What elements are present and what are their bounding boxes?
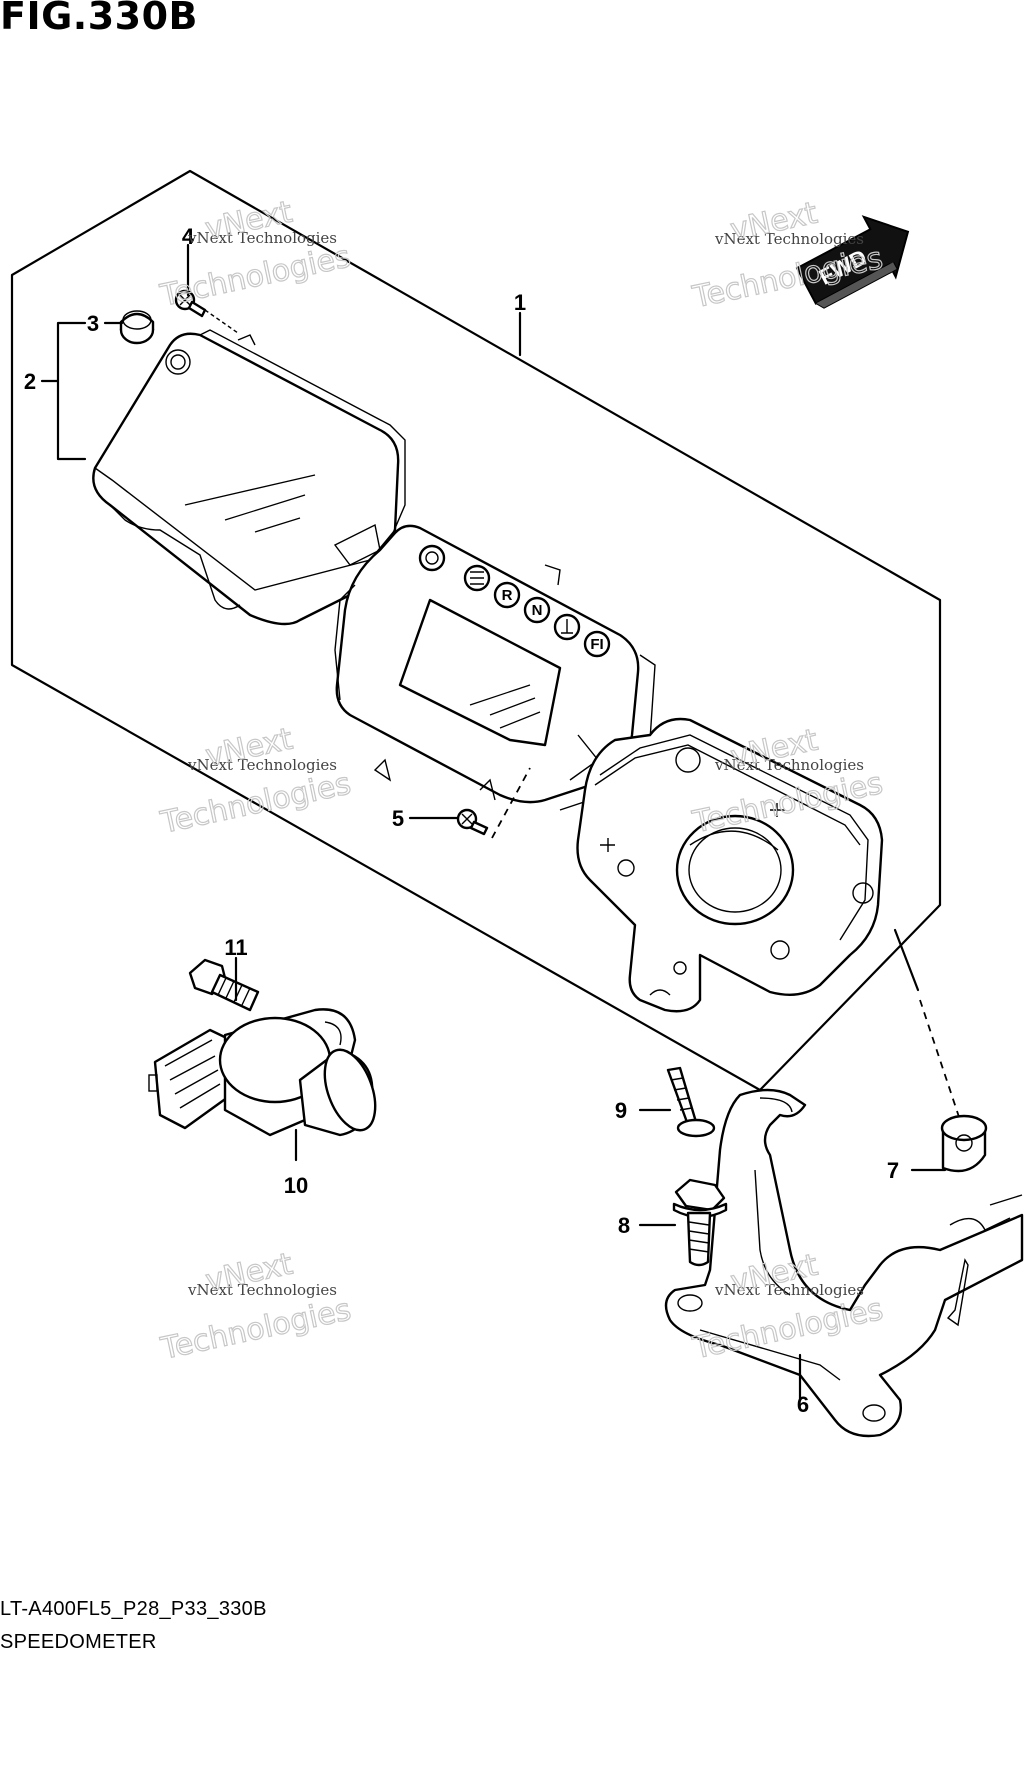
figure-code: LT-A400FL5_P28_P33_330B — [0, 1598, 267, 1620]
bolt-part-11 — [188, 958, 260, 1012]
callout-3: 3 — [87, 311, 99, 336]
gauge-symbol-fi: FI — [590, 636, 603, 653]
gauge-symbol-r: R — [502, 587, 513, 604]
svg-text:Technologies: Technologies — [157, 239, 354, 314]
callout-leaders — [40, 243, 947, 1402]
speed-sensor-part — [148, 1008, 377, 1137]
svg-text:vNext Technologies: vNext Technologies — [187, 1281, 337, 1299]
svg-text:Technologies: Technologies — [157, 766, 354, 841]
meter-case-part — [576, 717, 884, 1013]
callout-10: 10 — [284, 1173, 308, 1198]
figure-title: FIG.330B — [0, 0, 199, 38]
screw-part-4 — [174, 289, 239, 334]
screw-part-9 — [666, 1066, 716, 1138]
svg-text:vNext Technologies: vNext Technologies — [187, 229, 337, 247]
grommet-part — [940, 1114, 988, 1173]
bracket-part — [664, 1088, 1024, 1438]
watermark-5: vNext Technologies Technologies vNext — [157, 1246, 355, 1368]
svg-text:vNext Technologies: vNext Technologies — [714, 1281, 864, 1299]
svg-text:Technologies: Technologies — [157, 1292, 354, 1367]
figure-name: SPEEDOMETER — [0, 1631, 157, 1653]
bolt-part-8 — [672, 1178, 728, 1267]
callout-1: 1 — [514, 290, 526, 315]
callout-5: 5 — [392, 806, 404, 831]
cap-part — [119, 310, 155, 345]
watermark-3: vNext Technologies Technologies vNext — [157, 721, 355, 842]
watermark-1: vNext Technologies Technologies vNext — [156, 194, 354, 315]
svg-text:Technologies: Technologies — [689, 241, 886, 316]
svg-text:vNext Technologies: vNext Technologies — [714, 756, 864, 774]
callout-11: 11 — [224, 935, 247, 960]
callout-2: 2 — [24, 369, 36, 394]
callout-7: 7 — [887, 1158, 899, 1183]
svg-text:vNext Technologies: vNext Technologies — [714, 230, 864, 248]
callout-4: 4 — [182, 224, 195, 249]
callout-8: 8 — [618, 1213, 630, 1238]
callout-6: 6 — [797, 1392, 809, 1417]
gauge-symbol-n: N — [532, 602, 543, 619]
svg-text:vNext Technologies: vNext Technologies — [187, 756, 337, 774]
meter-panel-part — [334, 524, 656, 811]
watermark-2: vNext Technologies Technologies vNext — [689, 195, 887, 316]
callout-9: 9 — [615, 1098, 627, 1123]
